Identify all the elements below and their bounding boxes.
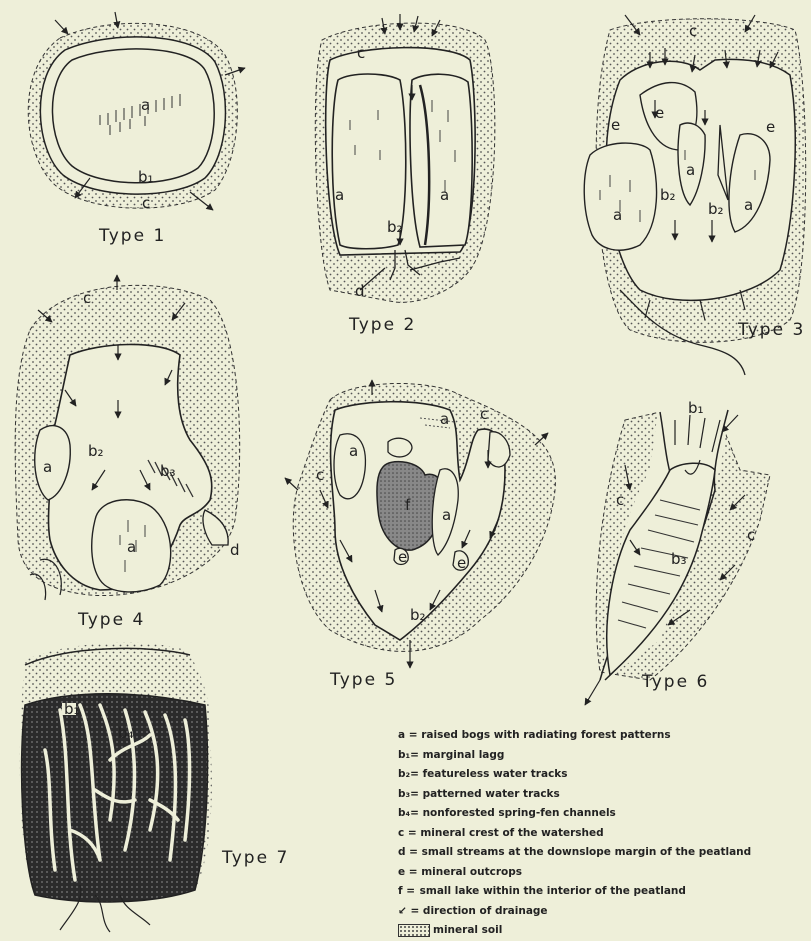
label-a: a xyxy=(686,161,695,179)
label-a: a xyxy=(440,186,449,204)
legend-key: d = xyxy=(398,843,418,863)
legend-key: b₄= xyxy=(398,804,419,824)
type-2-label: Type 2 xyxy=(349,315,416,335)
label-f: f xyxy=(405,496,411,514)
legend-item: e = mineral outcrops xyxy=(398,863,810,883)
label-c: c xyxy=(83,289,91,307)
label-b3: b₃ xyxy=(671,550,687,568)
label-a: a xyxy=(335,186,344,204)
label-e: e xyxy=(398,548,407,566)
label-c: c xyxy=(689,22,697,40)
legend-item: a = raised bogs with radiating forest pa… xyxy=(398,726,810,746)
label-c: c xyxy=(357,44,365,62)
type-5-label: Type 5 xyxy=(330,670,397,690)
legend-text: marginal lagg xyxy=(423,746,505,766)
type-2-diagram: a a b₂ c d xyxy=(315,14,495,302)
label-a: a xyxy=(349,442,358,460)
type-7-label: Type 7 xyxy=(222,848,289,868)
label-b2: b₂ xyxy=(410,606,426,624)
label-a: a xyxy=(43,458,52,476)
type-4-diagram: c b₂ b₃ a a d xyxy=(15,275,240,600)
label-e: e xyxy=(655,104,664,122)
legend-text: nonforested spring-fen channels xyxy=(423,804,616,824)
label-a: a xyxy=(744,196,753,214)
legend-text: raised bogs with radiating forest patter… xyxy=(421,726,670,746)
legend-key: a = xyxy=(398,726,418,746)
label-b2: b₂ xyxy=(660,186,676,204)
label-b4: b₄ xyxy=(118,724,134,742)
label-c: c xyxy=(747,526,755,544)
type-1-diagram: a b₁ c xyxy=(28,12,245,212)
legend-item: b₃= patterned water tracks xyxy=(398,785,810,805)
legend: a = raised bogs with radiating forest pa… xyxy=(398,726,810,941)
type-3-label: Type 3 xyxy=(738,320,805,340)
type-7-diagram: b₁ b₄ xyxy=(20,643,212,932)
legend-item: b₄= nonforested spring-fen channels xyxy=(398,804,810,824)
legend-text: mineral soil xyxy=(433,921,502,941)
legend-text: patterned water tracks xyxy=(423,785,560,805)
label-a: a xyxy=(440,410,449,428)
legend-key: ↙ = xyxy=(398,902,419,922)
legend-item: d = small streams at the downslope margi… xyxy=(398,843,810,863)
type-6-diagram: b₁ b₃ c c xyxy=(585,399,770,705)
label-b2: b₂ xyxy=(708,200,724,218)
legend-text: mineral crest of the watershed xyxy=(420,824,603,844)
legend-text: direction of drainage xyxy=(423,902,548,922)
label-d: d xyxy=(355,282,365,300)
legend-item: mineral soil xyxy=(398,921,810,941)
legend-item: f = small lake within the interior of th… xyxy=(398,882,810,902)
legend-text: small lake within the interior of the pe… xyxy=(420,882,686,902)
label-e: e xyxy=(766,118,775,136)
label-a: a xyxy=(442,506,451,524)
legend-key: e = xyxy=(398,863,418,883)
legend-key: b₁= xyxy=(398,746,419,766)
legend-key: b₂= xyxy=(398,765,419,785)
legend-text: small streams at the downslope margin of… xyxy=(422,843,752,863)
type-5-diagram: c c a a a f e e b₂ xyxy=(285,380,555,668)
type-4-label: Type 4 xyxy=(78,610,145,630)
legend-text: featureless water tracks xyxy=(423,765,568,785)
label-e: e xyxy=(457,554,466,572)
label-a: a xyxy=(613,206,622,224)
legend-item: c = mineral crest of the watershed xyxy=(398,824,810,844)
type-1-label: Type 1 xyxy=(99,226,166,246)
label-e: e xyxy=(611,116,620,134)
legend-key: f = xyxy=(398,882,416,902)
legend-item: ↙ = direction of drainage xyxy=(398,902,810,922)
legend-key: c = xyxy=(398,824,417,844)
label-b2: b₂ xyxy=(88,442,104,460)
label-c: c xyxy=(616,491,624,509)
label-a: a xyxy=(141,96,150,114)
label-b2: b₂ xyxy=(387,218,403,236)
mineral-soil-swatch xyxy=(398,924,430,937)
legend-item: b₁= marginal lagg xyxy=(398,746,810,766)
legend-item: b₂= featureless water tracks xyxy=(398,765,810,785)
label-c: c xyxy=(480,405,488,423)
legend-text: mineral outcrops xyxy=(421,863,522,883)
label-d: d xyxy=(230,541,240,559)
label-c: c xyxy=(316,466,324,484)
label-b1: b₁ xyxy=(64,700,80,718)
label-b1: b₁ xyxy=(688,399,704,417)
label-b3: b₃ xyxy=(160,462,176,480)
legend-key: b₃= xyxy=(398,785,419,805)
label-a: a xyxy=(127,538,136,556)
label-b1: b₁ xyxy=(138,168,154,186)
label-c: c xyxy=(142,194,150,212)
type-6-label: Type 6 xyxy=(642,672,709,692)
